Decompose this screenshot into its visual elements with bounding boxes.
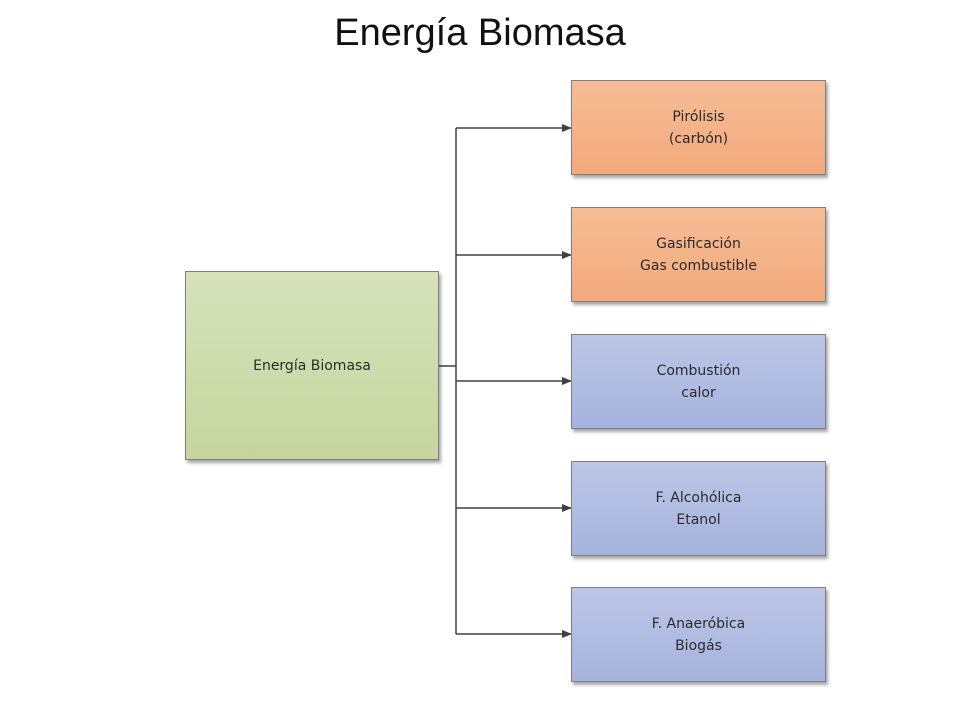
branch-node-product: (carbón) (668, 130, 729, 147)
branch-node-product: Etanol (676, 511, 721, 528)
root-node-energia-biomasa: Energía Biomasa (185, 271, 439, 460)
branch-node-title: Gasificación (656, 235, 741, 252)
branch-node-product: Biogás (675, 637, 722, 654)
branch-node-title: F. Alcohólica (655, 489, 742, 506)
branch-node-title: Pirólisis (672, 108, 725, 125)
branch-node-title: Combustión (656, 362, 741, 379)
branch-node-product: calor (681, 384, 716, 401)
branch-node-title: F. Anaeróbica (651, 615, 746, 632)
slide-title: Energía Biomasa (334, 12, 626, 54)
branch-node-pirolisis: Pirólisis (carbón) (571, 80, 826, 175)
branch-node-gasificacion: Gasificación Gas combustible (571, 207, 826, 302)
branch-node-product: Gas combustible (640, 257, 757, 274)
branch-node-f-anaerobica: F. Anaeróbica Biogás (571, 587, 826, 682)
root-node-label: Energía Biomasa (253, 357, 371, 374)
branch-node-combustion: Combustión calor (571, 334, 826, 429)
branch-node-f-alcoholica: F. Alcohólica Etanol (571, 461, 826, 556)
